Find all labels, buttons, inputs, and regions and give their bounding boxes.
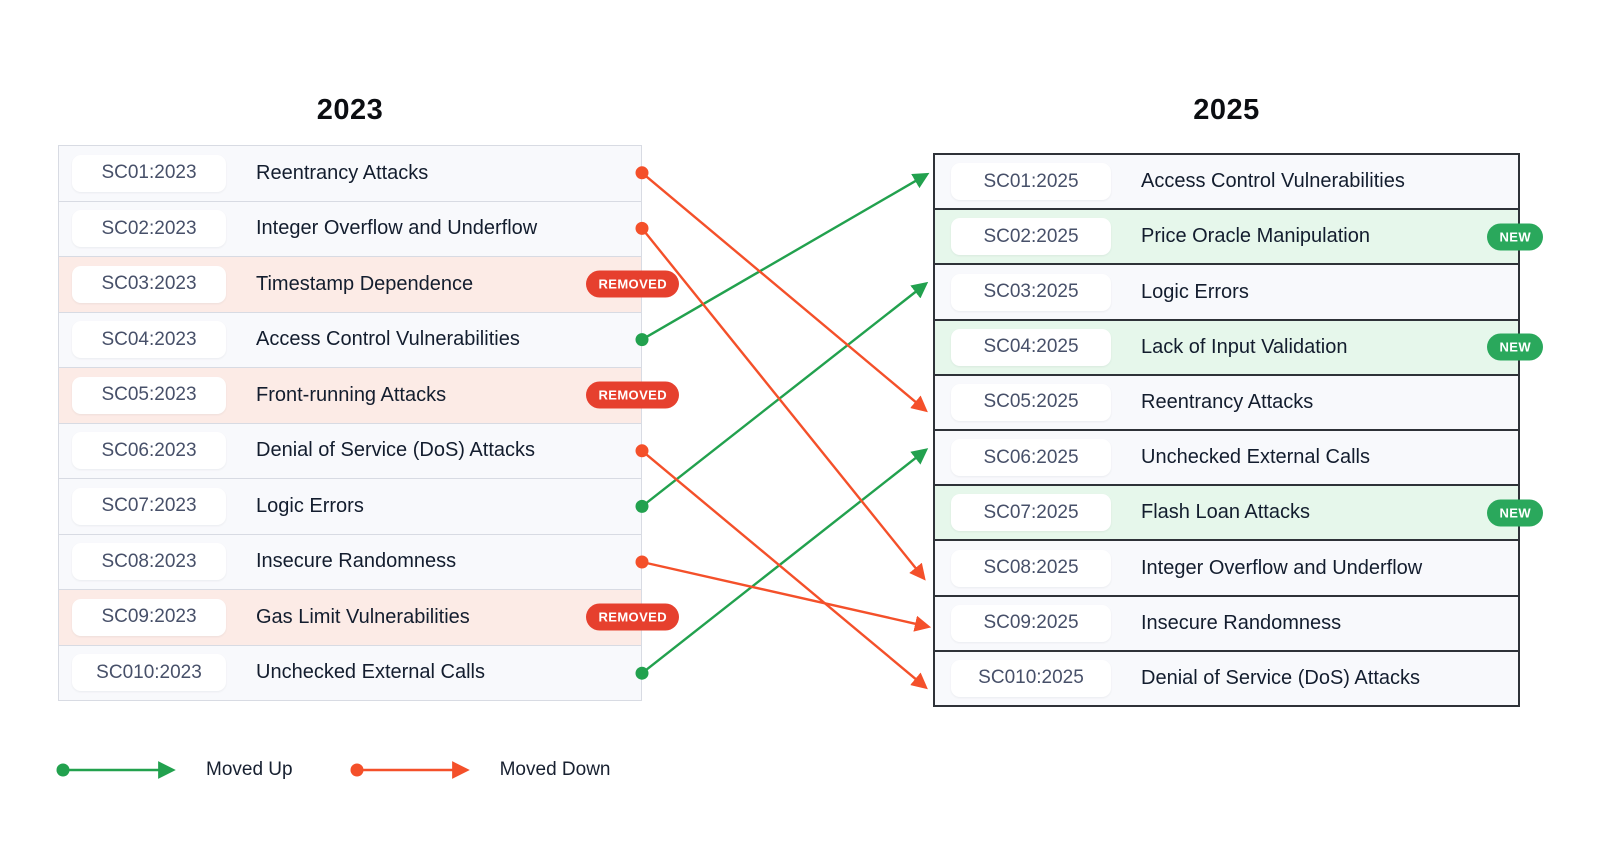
row-vulnerability-name: Access Control Vulnerabilities xyxy=(256,328,520,351)
new-badge: NEW xyxy=(1487,223,1543,251)
left-year-title: 2023 xyxy=(316,94,384,126)
table-row: SC03:2025 Logic Errors xyxy=(935,263,1518,319)
new-badge: NEW xyxy=(1487,499,1543,527)
legend-moved-up-label: Moved Up xyxy=(206,759,293,780)
row-vulnerability-name: Insecure Randomness xyxy=(1141,611,1342,634)
table-row: SC01:2023 Reentrancy Attacks xyxy=(59,146,641,201)
movement-arrow-down xyxy=(641,449,928,690)
row-vulnerability-name: Insecure Randomness xyxy=(256,550,457,573)
row-vulnerability-name: Unchecked External Calls xyxy=(256,661,485,684)
row-id-pill: SC08:2023 xyxy=(72,543,226,581)
row-id-pill: SC02:2025 xyxy=(951,218,1111,256)
row-vulnerability-name: Denial of Service (DoS) Attacks xyxy=(1141,666,1420,689)
legend: Moved Up Moved Down xyxy=(55,758,611,782)
table-row: SC05:2025 Reentrancy Attacks xyxy=(935,373,1518,430)
row-id-pill: SC04:2023 xyxy=(72,321,226,359)
row-id-pill: SC04:2025 xyxy=(951,328,1111,366)
row-vulnerability-name: Logic Errors xyxy=(1141,280,1249,303)
table-row: SC08:2025 Integer Overflow and Underflow xyxy=(935,539,1518,595)
moved-down-arrow-icon xyxy=(350,761,470,779)
row-vulnerability-name: Logic Errors xyxy=(256,494,364,517)
row-vulnerability-name: Front-running Attacks xyxy=(256,383,447,406)
row-id-pill: SC03:2025 xyxy=(951,273,1111,311)
row-id-pill: SC07:2023 xyxy=(72,487,226,525)
table-row: SC02:2023 Integer Overflow and Underflow xyxy=(59,200,641,256)
movement-arrow-up xyxy=(641,281,929,508)
row-id-pill: SC06:2023 xyxy=(72,432,226,470)
table-row: SC04:2023 Access Control Vulnerabilities xyxy=(59,311,641,367)
row-id-pill: SC08:2025 xyxy=(951,549,1111,587)
legend-moved-down-label: Moved Down xyxy=(499,759,611,780)
table-row: SC09:2023 Gas Limit Vulnerabilities REMOVE… xyxy=(59,589,679,645)
removed-badge: REMOVED xyxy=(586,270,679,298)
row-id-pill: SC02:2023 xyxy=(72,210,226,248)
movement-arrow-down xyxy=(641,560,932,632)
row-id-pill: SC05:2023 xyxy=(72,376,226,414)
row-vulnerability-name: Denial of Service (DoS) Attacks xyxy=(256,439,535,462)
row-vulnerability-name: Reentrancy Attacks xyxy=(256,161,429,184)
removed-badge: REMOVED xyxy=(586,381,679,409)
row-vulnerability-name: Access Control Vulnerabilities xyxy=(1141,170,1405,193)
new-badge: NEW xyxy=(1487,333,1543,361)
row-id-pill: SC010:2025 xyxy=(951,659,1111,697)
movement-arrow-up xyxy=(641,448,929,675)
movement-arrow-down xyxy=(641,227,926,581)
table-row: SC07:2025 Flash Loan Attacks NEW xyxy=(935,484,1543,540)
row-id-pill: SC03:2023 xyxy=(72,265,226,303)
table-row: SC06:2025 Unchecked External Calls xyxy=(935,429,1518,485)
table-row: SC05:2023 Front-running Attacks REMOVED xyxy=(59,367,679,423)
removed-badge: REMOVED xyxy=(586,603,679,631)
row-vulnerability-name: Reentrancy Attacks xyxy=(1141,390,1314,413)
row-id-pill: SC06:2025 xyxy=(951,439,1111,477)
table-row: SC010:2025 Denial of Service (DoS) Attack… xyxy=(935,649,1518,706)
table-row: SC09:2025 Insecure Randomness xyxy=(935,594,1518,650)
row-id-pill: SC010:2023 xyxy=(72,654,226,692)
row-vulnerability-name: Integer Overflow and Underflow xyxy=(1141,556,1423,579)
row-id-pill: SC09:2025 xyxy=(951,604,1111,642)
row-vulnerability-name: Lack of Input Validation xyxy=(1141,335,1348,358)
row-id-pill: SC01:2025 xyxy=(951,163,1111,201)
table-row: SC08:2023 Insecure Randomness xyxy=(59,533,641,589)
row-vulnerability-name: Timestamp Dependence xyxy=(256,272,474,295)
table-row: SC04:2025 Lack of Input Validation NEW xyxy=(935,318,1543,374)
row-vulnerability-name: Gas Limit Vulnerabilities xyxy=(256,605,470,628)
movement-arrow-up xyxy=(641,172,930,341)
moved-up-arrow-icon xyxy=(56,761,176,779)
row-id-pill: SC07:2025 xyxy=(951,494,1111,532)
table-row: SC02:2025 Price Oracle Manipulation NEW xyxy=(935,208,1543,264)
row-id-pill: SC01:2023 xyxy=(72,154,226,192)
row-id-pill: SC05:2025 xyxy=(951,383,1111,421)
legend-moved-up: Moved Up xyxy=(55,758,293,782)
right-year-title: 2025 xyxy=(1193,94,1260,126)
row-vulnerability-name: Flash Loan Attacks xyxy=(1141,501,1310,524)
table-row: SC010:2023 Unchecked External Calls xyxy=(59,644,641,700)
movement-arrow-down xyxy=(641,171,928,413)
table-row: SC06:2023 Denial of Service (DoS) Attacks xyxy=(59,422,641,478)
table-row: SC03:2023 Timestamp Dependence REMOVED xyxy=(59,256,679,312)
row-vulnerability-name: Price Oracle Manipulation xyxy=(1141,225,1370,248)
row-id-pill: SC09:2023 xyxy=(72,598,226,636)
legend-moved-down: Moved Down xyxy=(349,758,611,782)
row-vulnerability-name: Unchecked External Calls xyxy=(1141,446,1370,469)
row-vulnerability-name: Integer Overflow and Underflow xyxy=(256,217,538,240)
table-row: SC07:2023 Logic Errors xyxy=(59,478,641,534)
table-row: SC01:2025 Access Control Vulnerabilities xyxy=(935,155,1518,209)
